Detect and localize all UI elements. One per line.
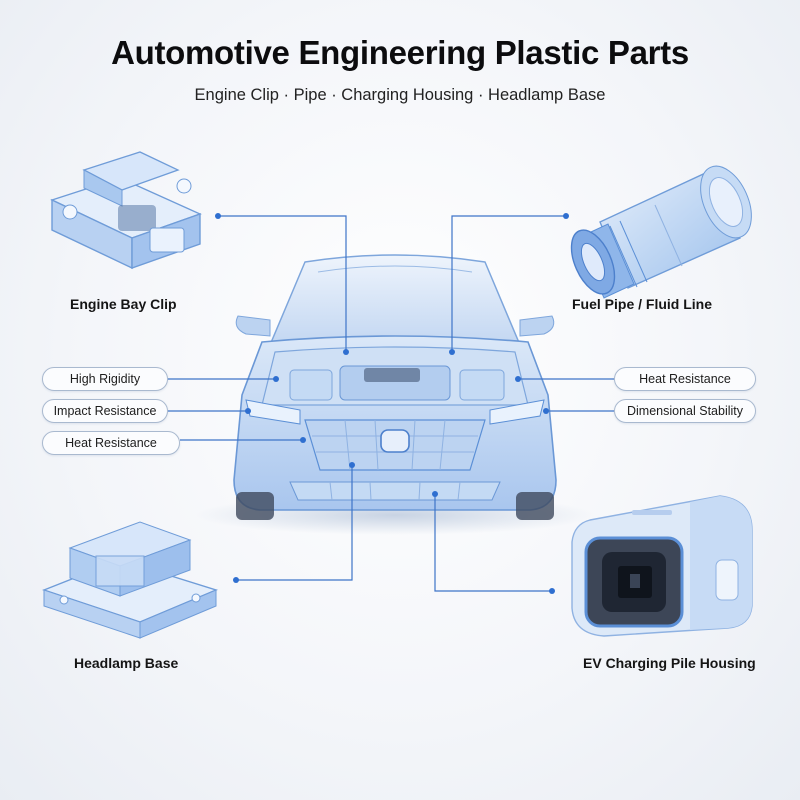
leader-ev-charging xyxy=(434,494,552,592)
pill-dimensional-stability: Dimensional Stability xyxy=(614,399,756,423)
leader-lines xyxy=(168,215,614,592)
pill-heat-resistance-right: Heat Resistance xyxy=(614,367,756,391)
label-ev-charging-housing: EV Charging Pile Housing xyxy=(583,655,756,671)
leader-headlamp-base xyxy=(236,465,353,581)
leader-dots xyxy=(215,213,569,594)
page-subtitle: Engine Clip · Pipe · Charging Housing · … xyxy=(194,86,606,104)
leader-fuel-pipe xyxy=(451,215,566,352)
car-illustration xyxy=(195,254,595,535)
pipe-icon xyxy=(570,165,752,299)
leader-engine-bay-clip xyxy=(218,215,347,352)
pill-heat-resistance-left: Heat Resistance xyxy=(42,431,180,455)
charging-housing-icon xyxy=(571,495,753,637)
label-headlamp-base: Headlamp Base xyxy=(74,655,179,671)
headlamp-base-icon xyxy=(41,521,219,639)
label-fuel-pipe: Fuel Pipe / Fluid Line xyxy=(572,296,713,312)
label-engine-bay-clip: Engine Bay Clip xyxy=(70,296,177,312)
pill-impact-resistance: Impact Resistance xyxy=(42,399,168,423)
pill-high-rigidity: High Rigidity xyxy=(42,367,168,391)
clip-icon xyxy=(50,151,202,270)
page-title: Automotive Engineering Plastic Parts xyxy=(111,34,689,71)
